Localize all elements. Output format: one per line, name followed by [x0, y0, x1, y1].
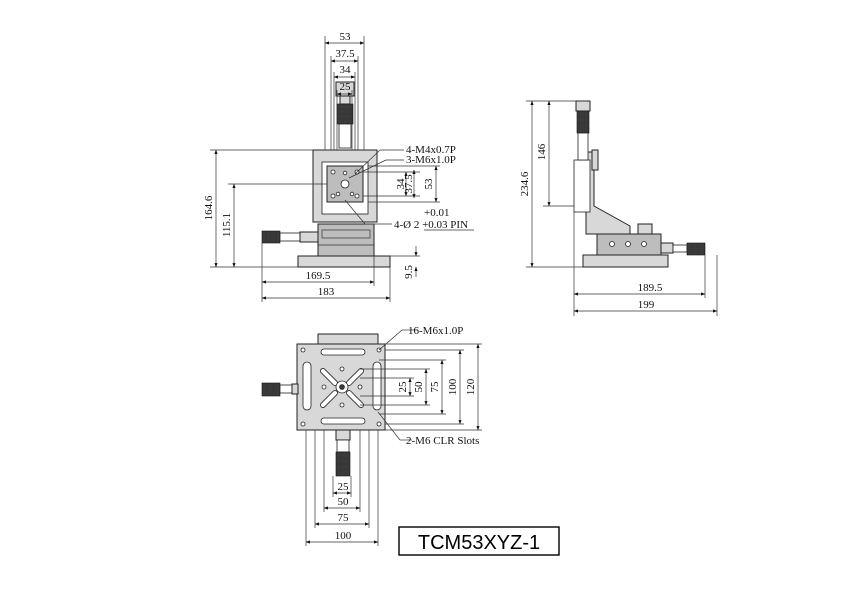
top-dim-25-right: 25: [397, 381, 409, 393]
top-dim-50-right: 50: [413, 381, 425, 393]
front-dim-25-top: 25: [340, 81, 352, 93]
front-lower-stage: [317, 223, 375, 257]
title-block: TCM53XYZ-1: [398, 526, 560, 556]
top-dim-25-bottom: 25: [338, 481, 350, 493]
front-dim-37-5-top: 37.5: [335, 48, 355, 60]
top-bottom-micrometer-icon: [335, 429, 351, 477]
front-dim-37-5-side: 37.5: [403, 174, 415, 194]
side-dim-234-6: 234.6: [519, 171, 531, 196]
top-left-micrometer-icon: [261, 382, 299, 397]
top-dim-75-right: 75: [429, 381, 441, 393]
front-dim-9-5: 9.5: [403, 265, 415, 279]
front-base-plate: [297, 255, 391, 268]
side-dim-199: 199: [638, 299, 655, 311]
top-note-clr-slots: 2-M6 CLR Slots: [406, 435, 479, 447]
top-dim-100-right: 100: [447, 378, 459, 395]
front-dim-53-side: 53: [423, 178, 435, 190]
top-dim-100-bottom: 100: [335, 530, 352, 542]
top-dim-120-right: 120: [465, 378, 477, 395]
front-dim-183: 183: [318, 286, 335, 298]
top-dim-50-bottom: 50: [338, 496, 350, 508]
front-dim-169-5: 169.5: [306, 270, 331, 282]
side-z-stage: [573, 159, 591, 213]
front-vertical-micrometer-icon: [335, 81, 355, 149]
front-note-pin: 4-Ø 2 +0.03 PIN: [394, 219, 468, 231]
front-left-micrometer-icon: [261, 230, 319, 244]
front-note-m4: 4-M4x0.7P: [406, 144, 456, 156]
side-base-plate: [582, 254, 669, 268]
top-view: 16-M6x1.0P 2-M6 CLR Slots 25 50 75 100 1…: [261, 325, 482, 546]
front-dim-53-top: 53: [340, 31, 352, 43]
side-right-micrometer-icon: [660, 242, 706, 256]
side-dim-189-5: 189.5: [638, 282, 663, 294]
front-dim-164-6: 164.6: [203, 195, 215, 220]
side-dim-146: 146: [536, 143, 548, 160]
front-view: 53 37.5 34 25 4-M4x0.7P 3-M6x1.0P +0.01 …: [203, 31, 474, 302]
front-dim-34-top: 34: [340, 64, 352, 76]
top-dim-75-bottom: 75: [338, 512, 350, 524]
front-dim-115-1: 115.1: [221, 213, 233, 237]
top-note-m6: 16-M6x1.0P: [408, 325, 463, 337]
front-note-tolerance: +0.01: [424, 207, 449, 219]
front-dim-34-side: 34: [395, 178, 407, 190]
side-view: 234.6 146 189.5 199: [519, 100, 718, 316]
front-note-m6: 3-M6x1.0P: [406, 154, 456, 166]
side-vertical-micrometer-icon: [575, 100, 591, 161]
drawing-title: TCM53XYZ-1: [418, 532, 540, 554]
